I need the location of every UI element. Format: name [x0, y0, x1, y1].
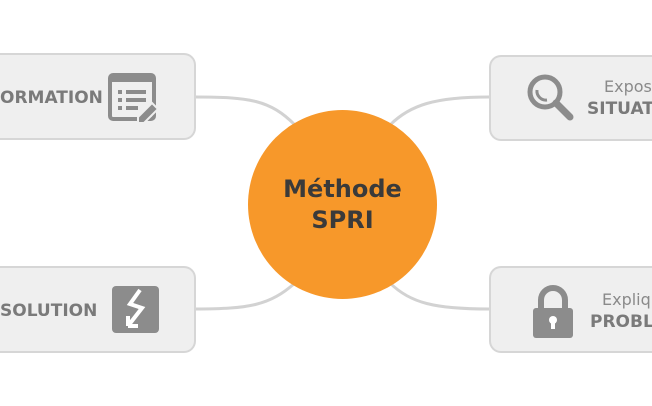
node-subtitle: Expliq: [602, 290, 651, 309]
center-title-line2: SPRI: [311, 205, 374, 234]
node-label: ORMATION: [0, 88, 103, 108]
node-subtitle: Expos: [604, 77, 652, 96]
node-solution[interactable]: SOLUTION: [0, 266, 196, 353]
center-title-line1: Méthode: [283, 174, 402, 203]
node-information[interactable]: ORMATION: [0, 53, 196, 140]
padlock-icon: [533, 285, 573, 338]
node-situation[interactable]: Expos SITUAT: [489, 55, 652, 141]
node-probleme[interactable]: Expliq PROBL: [489, 266, 652, 353]
node-label: PROBL: [590, 312, 652, 332]
form-edit-icon: [108, 73, 158, 123]
node-label: SOLUTION: [0, 301, 98, 321]
node-label: SITUAT: [587, 99, 652, 119]
magnifier-icon: [527, 74, 574, 121]
lightning-arrow-icon: [112, 286, 159, 333]
center-node[interactable]: Méthode SPRI: [248, 110, 437, 299]
